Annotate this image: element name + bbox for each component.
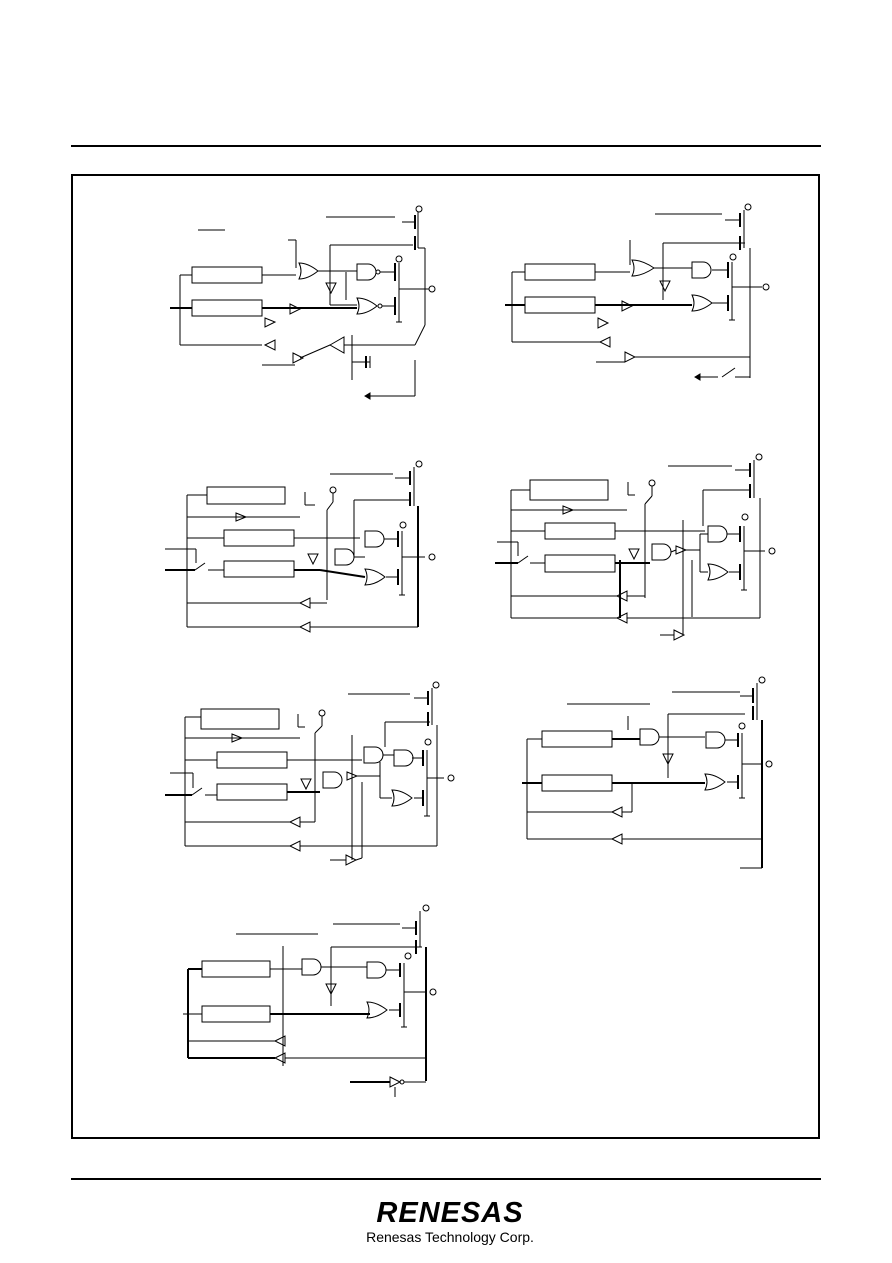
buffer-symbol: [562, 505, 575, 515]
footer-rule: [71, 1178, 821, 1180]
latch-block: [191, 266, 263, 284]
buffer-symbol: [235, 512, 248, 522]
latch-block: [201, 1005, 271, 1023]
latch-block: [191, 299, 263, 317]
renesas-logo: RENESAS Renesas Technology Corp.: [350, 1198, 550, 1245]
buffer-symbol: [273, 1035, 286, 1047]
circuit-diagram-4: [495, 453, 776, 641]
circuit-diagram-3: [165, 460, 436, 633]
latch-block: [524, 296, 596, 314]
and-gate-symbol: [651, 543, 672, 561]
or-gate-symbol: [631, 259, 655, 277]
latch-block: [529, 479, 609, 501]
buffer-symbol: [615, 612, 628, 624]
output-pin: [765, 760, 773, 768]
buffer-symbol: [298, 621, 311, 633]
output-pin: [428, 553, 436, 561]
latch-block: [223, 529, 295, 547]
buffer-symbol: [264, 317, 277, 328]
figure-frame: [71, 174, 820, 1139]
buffer-symbol: [389, 1076, 402, 1088]
buffer-symbol: [610, 806, 623, 818]
or-gate-symbol: [366, 1001, 388, 1019]
latch-block: [216, 751, 288, 769]
latch-block: [541, 774, 613, 792]
buffer-symbol: [328, 336, 345, 354]
and-gate-symbol: [691, 261, 712, 279]
buffer-symbol: [597, 317, 610, 329]
latch-block: [201, 960, 271, 978]
or-gate-symbol: [707, 563, 729, 581]
buffer-symbol: [231, 733, 244, 743]
and-gate-symbol: [707, 525, 728, 543]
latch-block: [541, 730, 613, 748]
buffer-symbol: [298, 597, 311, 609]
buffer-symbol: [624, 351, 637, 363]
buffer-symbol: [288, 840, 301, 852]
and-gate-symbol: [322, 771, 343, 789]
buffer-symbol: [289, 303, 302, 315]
logo-wordmark: RENESAS: [376, 1197, 524, 1229]
buffer-symbol: [263, 339, 276, 351]
circuit-diagram-7: [183, 904, 437, 1097]
and-gate-symbol: [639, 728, 660, 746]
and-gate-symbol: [705, 731, 726, 749]
and-gate-symbol: [366, 961, 387, 979]
and-gate-symbol: [393, 749, 414, 767]
and-gate-symbol: [364, 530, 385, 548]
or-gate-symbol: [391, 789, 413, 807]
buffer-symbol: [615, 590, 628, 602]
buffer-symbol: [292, 352, 305, 364]
buffer-symbol: [675, 545, 688, 555]
and-gate-symbol: [363, 746, 384, 764]
buffer-symbol: [610, 833, 623, 845]
output-pin: [768, 547, 776, 555]
or-gate-symbol: [691, 294, 713, 312]
header-rule: [71, 145, 821, 147]
circuit-diagram-1: [170, 205, 436, 400]
buffer-symbol: [621, 300, 634, 312]
or-gate-symbol: [704, 773, 726, 791]
buffer-symbol: [598, 336, 611, 348]
and-gate-symbol: [334, 548, 355, 566]
circuit-diagram-5: [165, 681, 455, 866]
output-pin: [447, 774, 455, 782]
output-pin: [428, 285, 436, 293]
or-gate-symbol: [356, 297, 378, 315]
or-gate-symbol: [298, 262, 319, 280]
latch-block: [206, 486, 286, 505]
circuit-diagram-6: [522, 676, 773, 869]
latch-block: [223, 560, 295, 578]
circuit-diagram-2: [505, 203, 770, 381]
buffer-symbol: [288, 816, 301, 828]
latch-block: [524, 263, 596, 281]
buffer-symbol: [345, 854, 358, 866]
latch-block: [544, 522, 616, 540]
and-gate-symbol: [356, 263, 377, 281]
latch-block: [544, 554, 616, 573]
and-gate-symbol: [301, 958, 322, 976]
latch-block: [216, 783, 288, 801]
latch-block: [200, 708, 280, 730]
output-pin: [762, 283, 770, 291]
or-gate-symbol: [364, 568, 386, 586]
output-pin: [429, 988, 437, 996]
company-name: Renesas Technology Corp.: [366, 1229, 534, 1245]
